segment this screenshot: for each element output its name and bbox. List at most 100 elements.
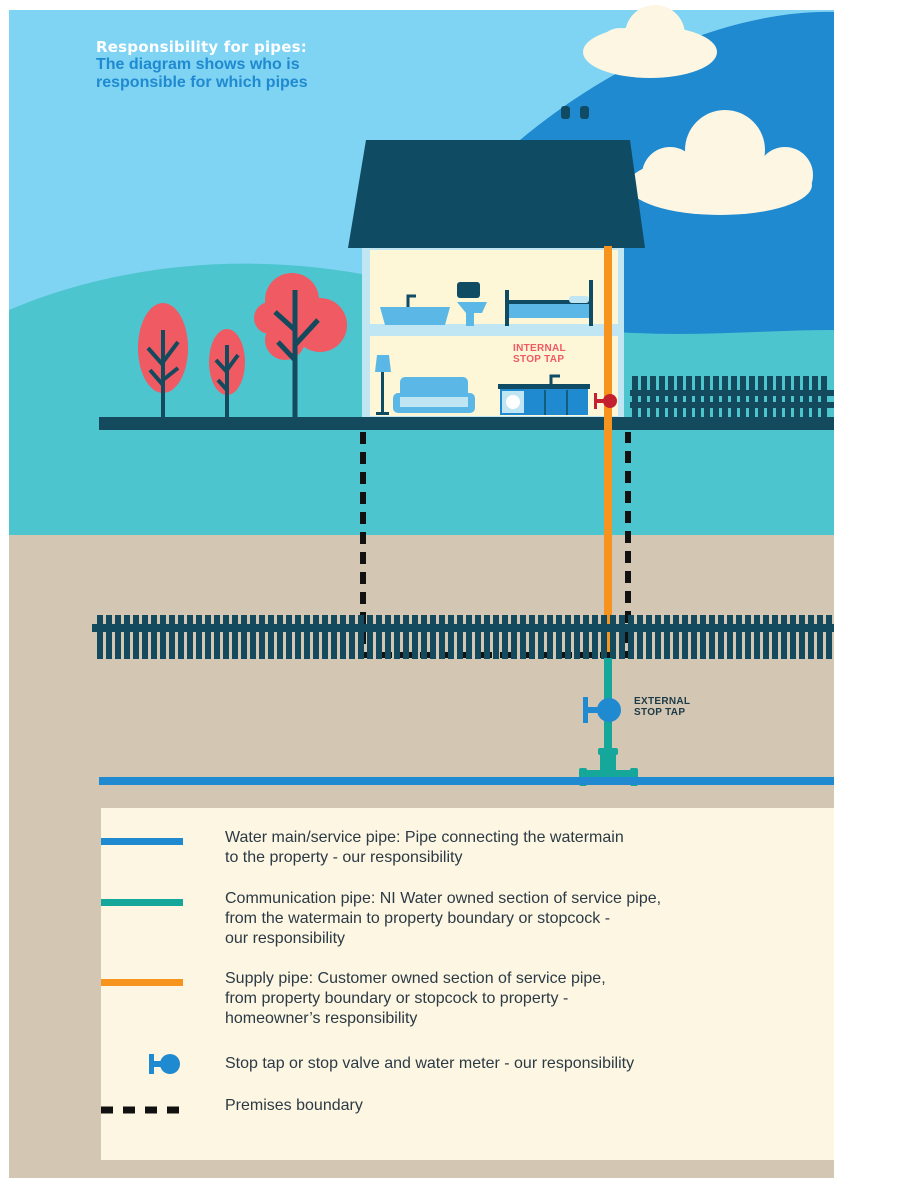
house [348, 106, 645, 420]
fence-picket [682, 615, 688, 659]
fence-picket [133, 615, 139, 659]
fence-picket [196, 615, 202, 659]
premises-boundary [360, 432, 631, 658]
fence-picket [412, 615, 418, 659]
kitchen-units-icon [498, 374, 590, 415]
fence-picket [790, 615, 796, 659]
fence-picket [821, 376, 827, 420]
fence-picket [713, 376, 719, 420]
fence-picket [457, 615, 463, 659]
fence-picket [277, 615, 283, 659]
fence-picket [673, 615, 679, 659]
fence-picket [124, 615, 130, 659]
legend-line: Water main/service pipe: Pipe connecting… [225, 829, 624, 846]
fence-picket [637, 615, 643, 659]
fence-picket [169, 615, 175, 659]
fence-picket [583, 615, 589, 659]
legend-panel: Water main/service pipe: Pipe connecting… [101, 808, 834, 1160]
legend-line: Communication pipe: NI Water owned secti… [225, 890, 662, 907]
fence-picket [520, 615, 526, 659]
fence-picket [502, 615, 508, 659]
fence-picket [785, 376, 791, 420]
legend-line: to the property - our responsibility [225, 849, 463, 866]
fence-picket [704, 376, 710, 420]
internal-stop-tap-label: INTERNAL STOP TAP [513, 343, 566, 365]
fence-picket [439, 615, 445, 659]
fence-picket [718, 615, 724, 659]
legend-line: from property boundary or stopcock to pr… [225, 990, 569, 1007]
roof [348, 140, 645, 248]
fence-picket [331, 615, 337, 659]
fence-picket [151, 615, 157, 659]
water-main [99, 777, 834, 785]
fence-picket [430, 615, 436, 659]
fence-picket [763, 615, 769, 659]
water-main-swatch [101, 838, 183, 845]
legend-text: Communication pipe: NI Water owned secti… [225, 889, 661, 949]
fence-picket [484, 615, 490, 659]
fence-picket [205, 615, 211, 659]
legend-line: Stop tap or stop valve and water meter -… [225, 1055, 635, 1072]
fence-picket [304, 615, 310, 659]
fence-picket [754, 615, 760, 659]
fence-picket [601, 615, 607, 659]
fence-picket [826, 615, 832, 659]
fence-picket [466, 615, 472, 659]
supply-pipe-swatch [101, 979, 183, 986]
ground-surface [99, 417, 834, 430]
supply-pipe [604, 246, 612, 658]
fence-picket [650, 376, 656, 420]
fence-picket [772, 615, 778, 659]
fence-picket [781, 615, 787, 659]
fence-picket [187, 615, 193, 659]
fence-picket [223, 615, 229, 659]
fence-picket [709, 615, 715, 659]
fence-picket [511, 615, 517, 659]
fence-picket [632, 376, 638, 420]
fence-picket [628, 615, 634, 659]
fence-picket [641, 376, 647, 420]
fence-picket [214, 615, 220, 659]
fence-picket [749, 376, 755, 420]
fence-picket [677, 376, 683, 420]
fence-picket [448, 615, 454, 659]
fence-picket [731, 376, 737, 420]
fence-picket [740, 376, 746, 420]
fence-picket [349, 615, 355, 659]
fence-picket [340, 615, 346, 659]
fence-picket [376, 615, 382, 659]
fence-picket [259, 615, 265, 659]
fence-picket [619, 615, 625, 659]
fence-picket [367, 615, 373, 659]
fence-picket [106, 615, 112, 659]
fence-picket [655, 615, 661, 659]
fence-picket [322, 615, 328, 659]
lamp-icon [375, 355, 391, 415]
fence-picket [794, 376, 800, 420]
title-subheading-line-1: The diagram shows who is [96, 56, 300, 73]
external-stop-tap-icon [583, 697, 621, 723]
fence-picket [493, 615, 499, 659]
fence-picket [799, 615, 805, 659]
fence-picket [538, 615, 544, 659]
fence-picket [358, 615, 364, 659]
fence-picket [691, 615, 697, 659]
fence-picket [610, 615, 616, 659]
legend-line: Premises boundary [225, 1097, 363, 1114]
legend-text: Water main/service pipe: Pipe connecting… [225, 828, 624, 868]
fence-picket [668, 376, 674, 420]
fence-picket [803, 376, 809, 420]
communication-pipe-swatch [101, 899, 183, 906]
toilet-icon [457, 282, 487, 326]
external-stop-tap-label: EXTERNAL STOP TAP [634, 696, 690, 718]
tree-icon [138, 303, 188, 420]
fence-picket [286, 615, 292, 659]
legend-line: from the watermain to property boundary … [225, 910, 611, 927]
tree-icon [209, 329, 245, 420]
fence-picket [232, 615, 238, 659]
fence-picket [295, 615, 301, 659]
garden-fence [630, 376, 834, 420]
fence-picket [736, 615, 742, 659]
fence-picket [574, 615, 580, 659]
